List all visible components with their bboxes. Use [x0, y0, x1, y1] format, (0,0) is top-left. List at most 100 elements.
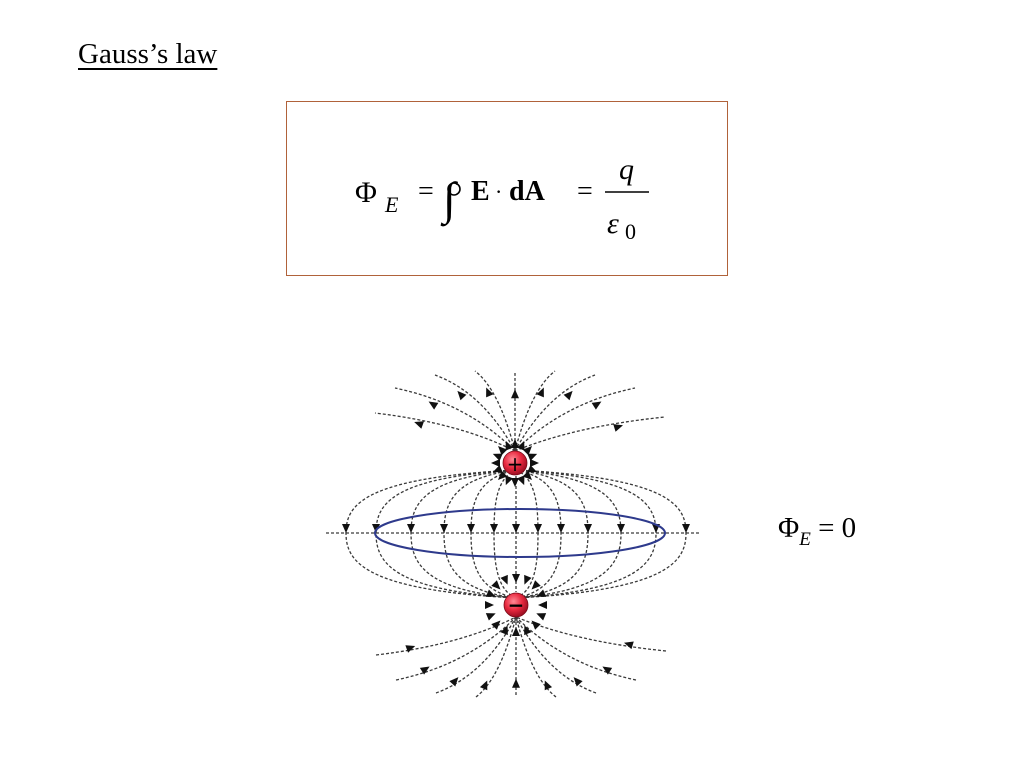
field-line-inward [515, 616, 597, 694]
field-arrow-down [534, 524, 542, 533]
burst-arrow-in [538, 601, 547, 609]
burst-arrow-out [527, 453, 538, 461]
field-line-outward [514, 416, 666, 452]
field-arrow-out [457, 390, 467, 401]
burst-arrow-out [511, 439, 519, 448]
field-line-outward [514, 370, 556, 452]
burst-arrow-in [500, 625, 508, 636]
field-arrow-down [467, 524, 475, 533]
fraction-numerator: q [619, 153, 634, 186]
field-line-loop [515, 469, 687, 599]
closed-surface-circle [447, 182, 461, 196]
field-arrow-down [490, 524, 498, 533]
fraction-denominator-epsilon: ε [607, 207, 619, 240]
burst-arrow-out [517, 475, 525, 486]
field-line-inward [515, 616, 637, 681]
burst-arrow-out [522, 470, 532, 480]
field-arrow-in [419, 666, 430, 675]
field-line-loop [410, 469, 517, 599]
field-arrow-down [440, 524, 448, 533]
field-line-outward [394, 387, 516, 452]
burst-arrow-out [492, 465, 503, 473]
burst-arrow-out [491, 459, 500, 467]
field-arrow-in [624, 641, 634, 650]
gaussian-surface-ellipse [374, 508, 666, 558]
flux-result-subscript: E [799, 529, 811, 550]
fraction-denominator-subscript: 0 [625, 219, 636, 244]
burst-arrow-in [531, 620, 541, 630]
field-arrow-down [682, 524, 690, 533]
positive-charge-ball [502, 450, 528, 476]
vector-e: E [471, 176, 490, 207]
field-line-outward [514, 387, 636, 452]
field-line-loop [515, 469, 657, 599]
field-arrow-down [512, 524, 520, 533]
flux-result: ΦE = 0 [778, 512, 857, 550]
burst-arrow-out [505, 475, 513, 486]
field-line-outward [514, 374, 596, 452]
dot-operator: · [495, 179, 502, 204]
field-arrow-out [563, 390, 573, 401]
field-arrow-out [414, 421, 425, 429]
field-arrow-out [613, 424, 623, 432]
burst-arrow-in [485, 613, 496, 621]
burst-arrow-out [498, 470, 508, 480]
burst-arrow-in [500, 574, 508, 585]
burst-arrow-out [530, 459, 539, 467]
equals-sign-2: = [577, 176, 593, 207]
burst-arrow-in [512, 627, 520, 636]
field-line-loop [515, 469, 622, 599]
burst-arrow-in [485, 601, 494, 609]
field-arrow-in [544, 680, 553, 691]
positive-charge: + [502, 450, 528, 476]
field-arrow-down [617, 524, 625, 533]
burst-arrow-in [531, 580, 541, 590]
field-line-loop [345, 469, 517, 599]
field-arrow-in [405, 645, 416, 653]
flux-subscript: E [384, 192, 399, 217]
field-arrow-in [512, 678, 520, 688]
negative-charge-ball [503, 592, 529, 618]
field-line-inward [395, 616, 517, 681]
burst-arrow-in [524, 625, 532, 636]
field-lines [326, 370, 700, 698]
field-arrow-out [536, 387, 544, 398]
flux-result-value: = 0 [810, 512, 857, 544]
field-arrow-down [557, 524, 565, 533]
field-line-loop [375, 469, 517, 599]
field-line-inward [375, 616, 517, 656]
field-line-inward [515, 616, 557, 698]
field-arrow-out [486, 387, 494, 398]
field-arrow-out [591, 401, 602, 410]
field-arrow-out [428, 401, 439, 410]
field-arrow-in [479, 680, 488, 691]
burst-arrow-out [505, 440, 513, 451]
field-line-outward [434, 374, 516, 452]
field-arrow-out [511, 389, 519, 399]
negative-charge: − [503, 592, 529, 618]
burst-arrow-out [527, 465, 538, 473]
flux-symbol: Φ [355, 176, 377, 209]
integral-symbol: ∫ [440, 173, 458, 227]
burst-arrow-out [492, 453, 503, 461]
burst-arrow-in [512, 574, 520, 583]
burst-arrow-in [485, 589, 496, 597]
field-line-outward [474, 370, 516, 452]
field-arrow-down [584, 524, 592, 533]
burst-arrow-out [498, 446, 508, 456]
field-line-inward [475, 616, 517, 698]
minus-sign: − [508, 593, 525, 617]
field-line-outward [374, 412, 516, 452]
burst-arrow-in [491, 580, 501, 590]
slide-title: Gauss’s law [78, 38, 218, 70]
burst-arrow-in [491, 620, 501, 630]
plus-sign: + [507, 452, 524, 476]
field-line-inward [435, 616, 517, 694]
field-arrows [342, 387, 690, 691]
burst-arrow-in [536, 589, 547, 597]
field-arrow-down [372, 524, 380, 533]
burst-arrow-out [517, 440, 525, 451]
field-arrow-down [342, 524, 350, 533]
burst-arrow-in [536, 613, 547, 621]
